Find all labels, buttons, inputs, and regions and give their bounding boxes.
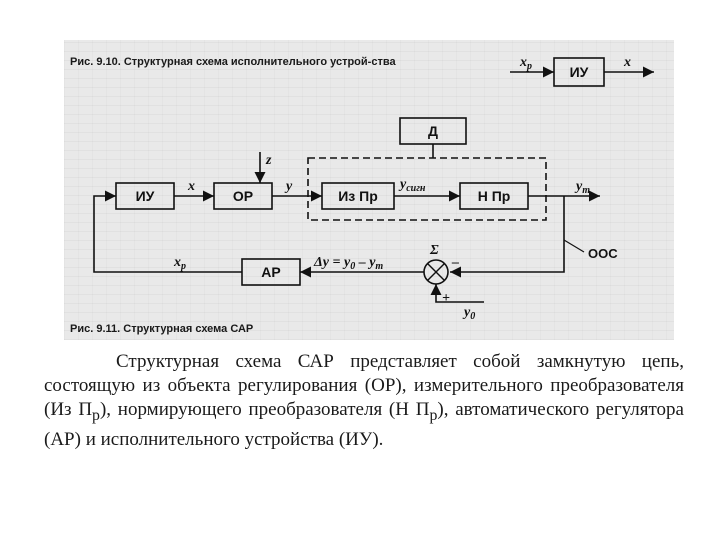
signal-z-label: z: [265, 153, 272, 168]
fig-9-11-diagram: Д ИУ ОР Из Пр Н Пр x z: [93, 117, 618, 322]
signal-yt-label: yт: [574, 179, 590, 196]
ar-to-iu-arrow: [93, 190, 242, 273]
ooc-leader-line: [563, 239, 585, 253]
fig-9-10-caption: Рис. 9.10. Структурная схема исполнитель…: [70, 56, 396, 68]
ar-box-label: АР: [261, 264, 280, 280]
fig-9-10-output-label: x: [623, 55, 631, 70]
fig-9-10-diagram: xр ИУ x: [510, 55, 654, 87]
paragraph-sub-2: р: [429, 406, 438, 424]
paragraph-part-1: Структурная схема САР представляет собой…: [44, 351, 684, 420]
sigma-label: Σ: [429, 243, 439, 258]
body-paragraph: Структурная схема САР представляет собой…: [44, 350, 684, 452]
sensor-group-dashed-frame: [307, 157, 547, 221]
block-diagram: Рис. 9.10. Структурная схема исполнитель…: [70, 55, 654, 335]
negative-feedback-line: [450, 196, 565, 278]
signal-xr-label: xр: [173, 255, 186, 272]
scan-texture: [64, 40, 674, 340]
iz-pr-box-label: Из Пр: [338, 188, 378, 204]
minus-sign: –: [451, 255, 459, 270]
signal-y0-label: y0: [462, 305, 475, 322]
or-box-label: ОР: [233, 188, 253, 204]
paragraph-part-2: ), нормирующего преобразователя (Н П: [99, 399, 430, 420]
plus-sign: +: [442, 291, 450, 306]
paragraph-part-3: ), автоматического регулятора (АР) и исп…: [44, 399, 684, 450]
signal-y-sign-label: yсигн: [398, 177, 426, 194]
ooc-label: ООС: [588, 246, 618, 261]
delta-y-label: Δy = y0 – yт: [313, 255, 383, 272]
signal-x-label: x: [187, 179, 195, 194]
signal-y-label: y: [284, 179, 293, 194]
paragraph-sub-1: р: [92, 406, 100, 424]
summing-junction: [423, 259, 449, 285]
fig-9-11-caption: Рис. 9.11. Структурная схема САР: [70, 323, 253, 335]
d-box-label: Д: [428, 123, 438, 139]
setpoint-y0-arrow: [430, 284, 484, 303]
fig-9-10-input-label: xр: [519, 55, 532, 72]
fig-9-10-iu-label: ИУ: [570, 64, 589, 80]
n-pr-box-label: Н Пр: [478, 188, 511, 204]
scanned-figure: Рис. 9.10. Структурная схема исполнитель…: [64, 40, 674, 340]
iu-box-label: ИУ: [136, 188, 155, 204]
